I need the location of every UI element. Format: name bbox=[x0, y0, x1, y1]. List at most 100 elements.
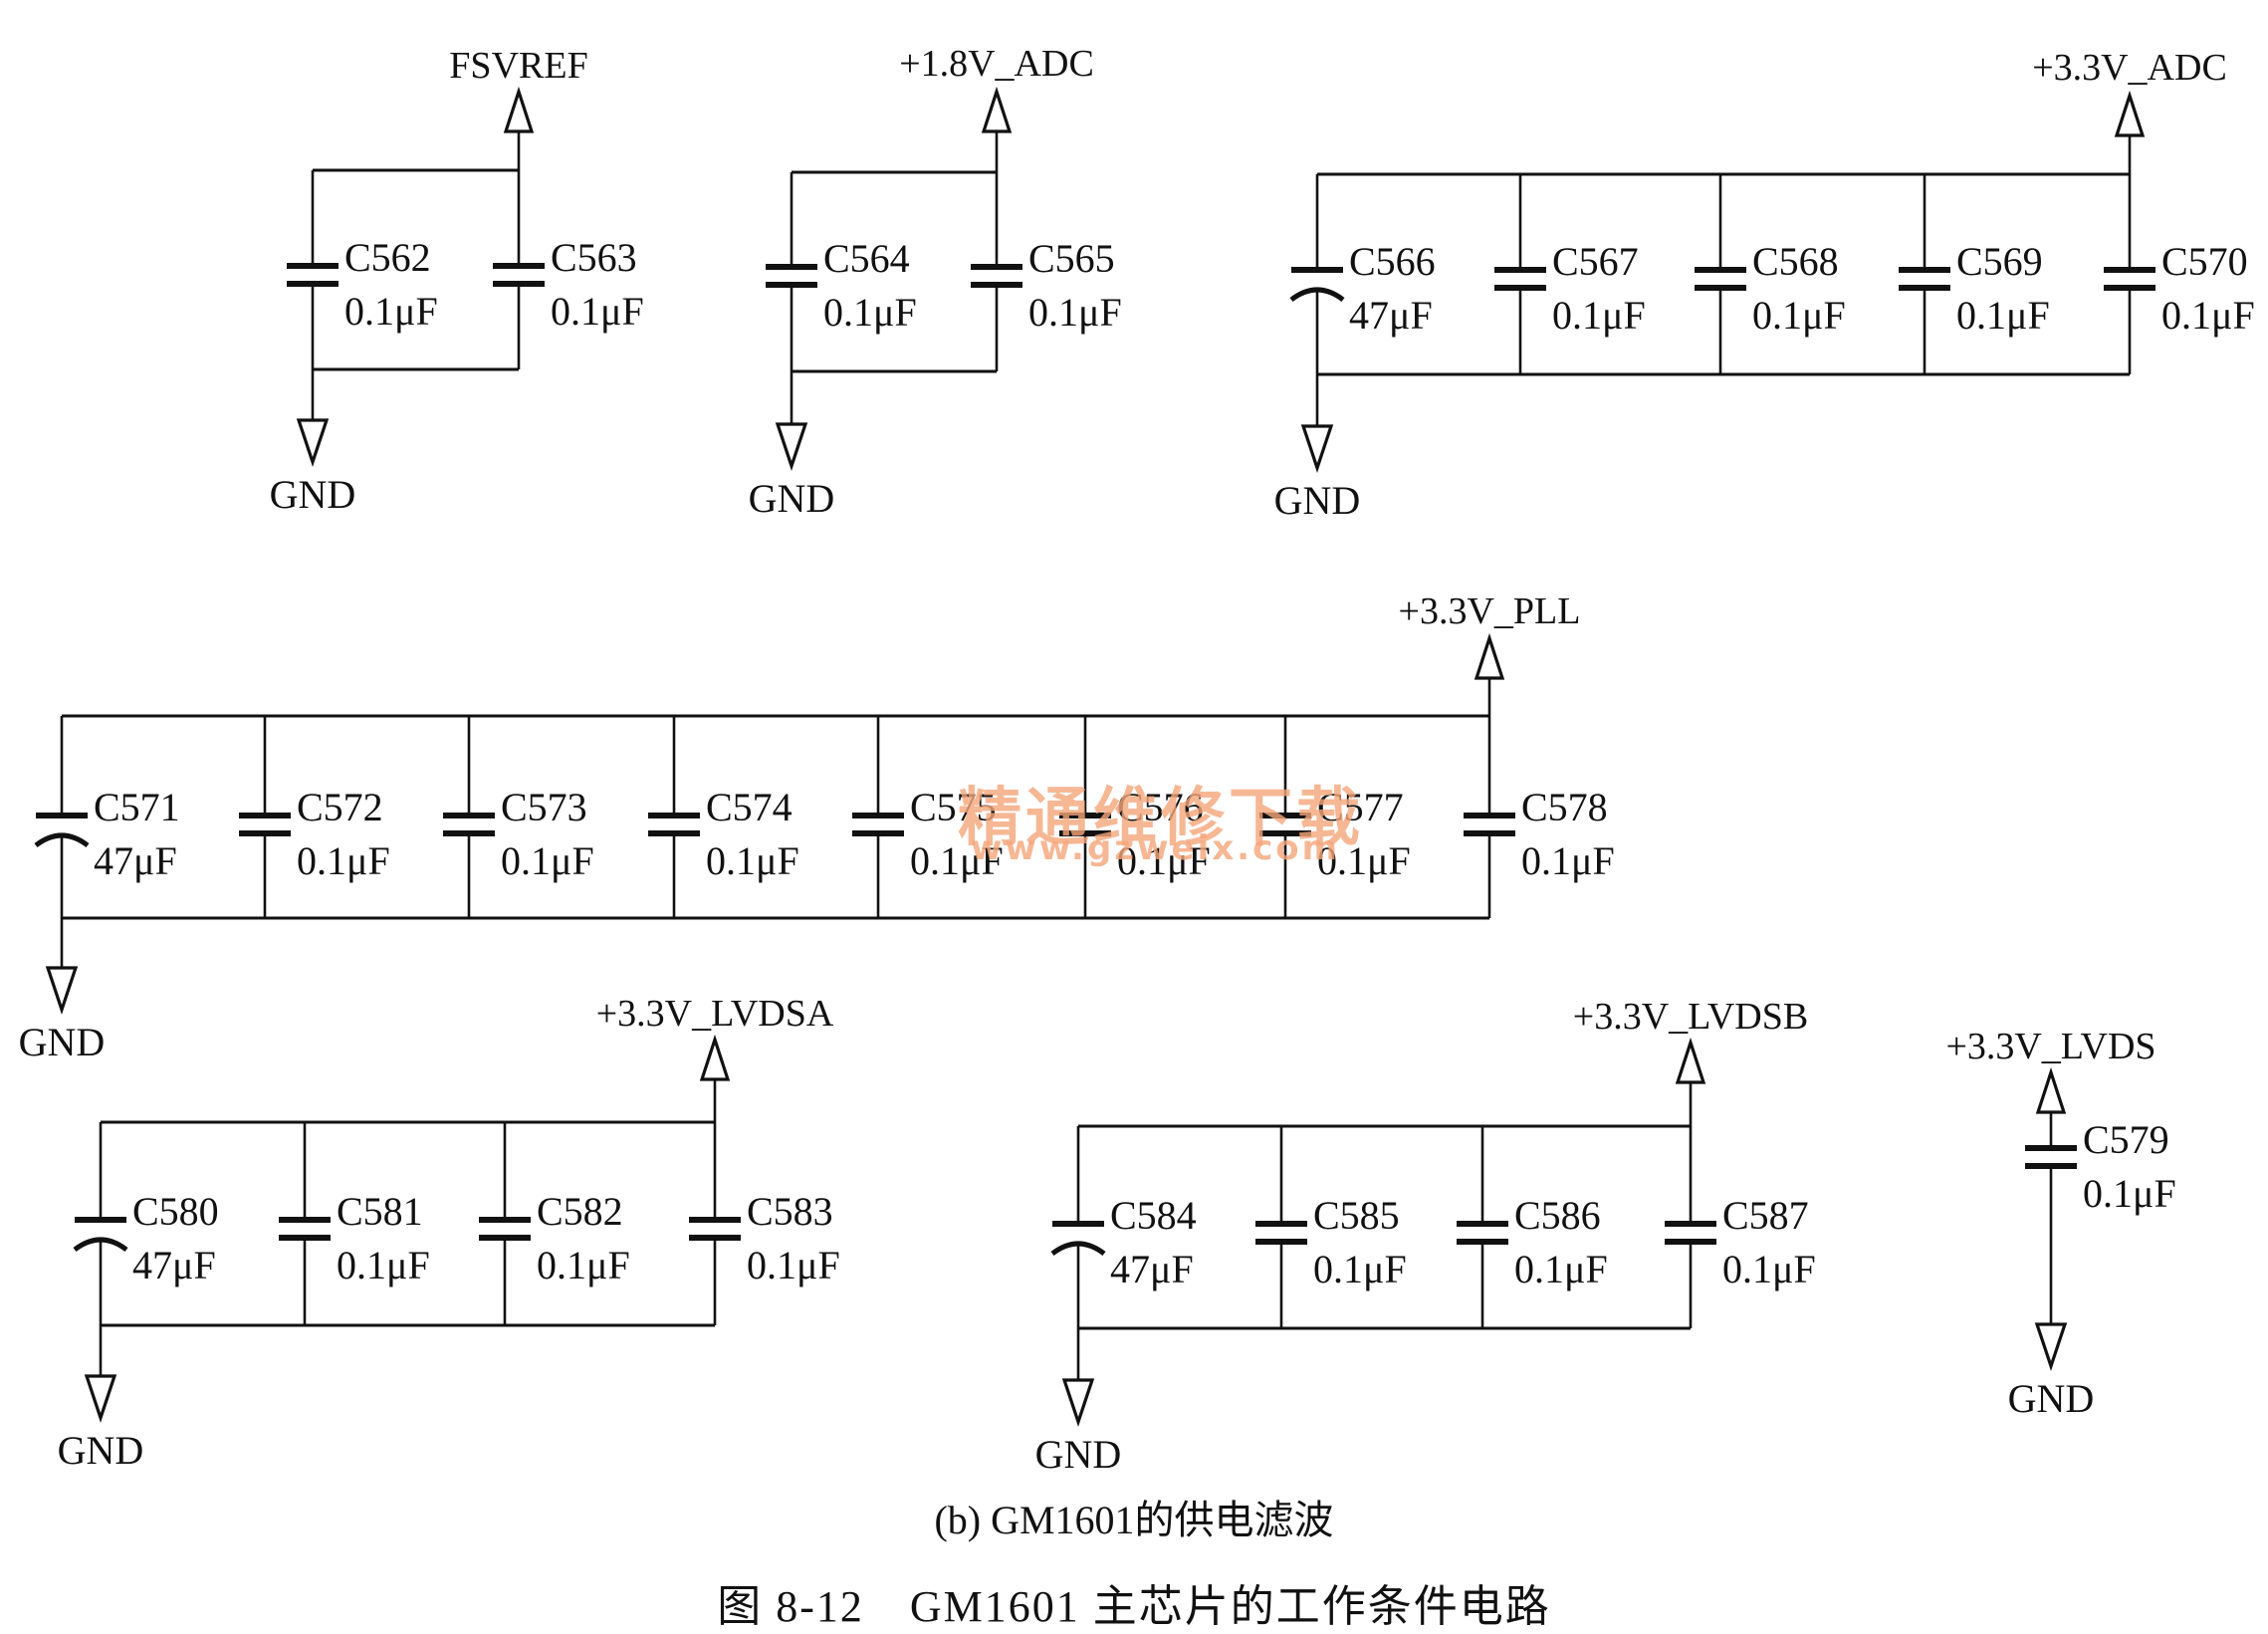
net-label: +3.3V_ADC bbox=[2032, 47, 2227, 89]
capacitor-c577: C577 0.1μF bbox=[1259, 716, 1411, 918]
capacitor-value: 0.1μF bbox=[337, 1243, 430, 1287]
capacitor-ref: C578 bbox=[1521, 785, 1608, 829]
capacitor-ref: C580 bbox=[132, 1189, 219, 1234]
net-label: +3.3V_LVDS bbox=[1945, 1026, 2155, 1067]
capacitor-c583: C583 0.1μF bbox=[689, 1122, 840, 1325]
capacitor-c582: C582 0.1μF bbox=[479, 1122, 630, 1325]
capacitor-value: 0.1μF bbox=[1028, 290, 1122, 335]
capacitor-c571: C571 47μF bbox=[34, 716, 180, 918]
capacitor-ref: C579 bbox=[2083, 1117, 2169, 1162]
capacitor-ref: C565 bbox=[1028, 236, 1115, 281]
capacitor-c580: C580 47μF bbox=[73, 1122, 219, 1325]
ground-label: GND bbox=[2008, 1376, 2095, 1421]
capacitor-value: 0.1μF bbox=[823, 290, 917, 335]
ground-arrow-icon bbox=[1300, 424, 1334, 474]
capacitor-c565: C565 0.1μF bbox=[971, 172, 1122, 371]
capacitor-value: 47μF bbox=[1349, 293, 1433, 338]
capacitor-ref: C587 bbox=[1722, 1193, 1809, 1238]
filter-group-fsvref: FSVREF GND C562 0.1μF C563 0.1μF bbox=[270, 45, 644, 517]
ground-label: GND bbox=[1035, 1432, 1122, 1477]
ground-label: GND bbox=[58, 1428, 144, 1473]
capacitor-value: 0.1μF bbox=[2083, 1171, 2176, 1216]
capacitor-value: 0.1μF bbox=[501, 838, 594, 883]
capacitor-ref: C569 bbox=[1956, 239, 2043, 284]
capacitor-ref: C583 bbox=[747, 1189, 833, 1234]
power-arrow-icon bbox=[2114, 90, 2146, 137]
watermark-url: www.gzweix.com bbox=[971, 828, 1341, 868]
capacitor-c579: C579 0.1μF bbox=[2025, 1112, 2176, 1324]
ground-arrow-icon bbox=[775, 422, 808, 472]
capacitor-ref: C574 bbox=[706, 785, 793, 829]
ground-arrow-icon bbox=[84, 1374, 117, 1424]
capacitor-value: 0.1μF bbox=[1317, 838, 1411, 883]
capacitor-value: 0.1μF bbox=[1117, 838, 1211, 883]
capacitor-c567: C567 0.1μF bbox=[1494, 174, 1646, 374]
capacitor-c563: C563 0.1μF bbox=[493, 170, 644, 369]
capacitor-value: 47μF bbox=[1110, 1247, 1194, 1291]
capacitor-ref: C563 bbox=[551, 235, 637, 280]
capacitor-c586: C586 0.1μF bbox=[1457, 1126, 1608, 1328]
ground-label: GND bbox=[270, 472, 356, 517]
capacitor-ref: C586 bbox=[1514, 1193, 1601, 1238]
capacitor-value: 0.1μF bbox=[910, 838, 1004, 883]
capacitor-value: 0.1μF bbox=[537, 1243, 630, 1287]
filter-group-pll: +3.3V_PLLGNDC57147μFC5720.1μFC5730.1μFC5… bbox=[19, 590, 1615, 1064]
capacitor-value: 0.1μF bbox=[297, 838, 390, 883]
capacitor-value: 0.1μF bbox=[747, 1243, 840, 1287]
figure-subtitle: (b) GM1601的供电滤波 bbox=[934, 1498, 1334, 1542]
power-arrow-icon bbox=[503, 86, 535, 133]
capacitor-c584: C584 47μF bbox=[1050, 1126, 1197, 1328]
power-arrow-icon bbox=[699, 1034, 731, 1081]
power-arrow-icon bbox=[1675, 1037, 1706, 1084]
capacitor-ref: C582 bbox=[537, 1189, 623, 1234]
capacitor-ref: C571 bbox=[94, 785, 180, 829]
capacitor-value: 0.1μF bbox=[1521, 838, 1615, 883]
ground-arrow-icon bbox=[1061, 1378, 1095, 1428]
filter-group-lvdsa: +3.3V_LVDSAGNDC58047μFC5810.1μFC5820.1μF… bbox=[58, 993, 840, 1473]
capacitor-ref: C573 bbox=[501, 785, 587, 829]
capacitor-ref: C567 bbox=[1552, 239, 1639, 284]
capacitor-value: 0.1μF bbox=[1752, 293, 1846, 338]
capacitor-ref: C576 bbox=[1117, 785, 1204, 829]
net-label: +3.3V_LVDSB bbox=[1573, 996, 1808, 1038]
net-label: +3.3V_LVDSA bbox=[596, 993, 834, 1035]
capacitor-c578: C578 0.1μF bbox=[1464, 716, 1615, 918]
watermark-text: 精通维修下载 bbox=[958, 782, 1364, 855]
capacitor-ref: C564 bbox=[823, 236, 910, 281]
capacitor-value: 0.1μF bbox=[551, 289, 644, 334]
ground-arrow-icon bbox=[296, 418, 330, 468]
capacitor-value: 47μF bbox=[132, 1243, 216, 1287]
capacitor-ref: C572 bbox=[297, 785, 383, 829]
filter-group-adc33: +3.3V_ADCGNDC56647μFC5670.1μFC5680.1μFC5… bbox=[1274, 47, 2255, 523]
capacitor-value: 47μF bbox=[94, 838, 177, 883]
capacitor-ref: C570 bbox=[2161, 239, 2248, 284]
capacitor-ref: C584 bbox=[1110, 1193, 1197, 1238]
filter-group-lvds: +3.3V_LVDS GND C579 0.1μF bbox=[1945, 1026, 2175, 1421]
ground-label: GND bbox=[749, 476, 835, 521]
ground-label: GND bbox=[19, 1020, 106, 1064]
capacitor-c585: C585 0.1μF bbox=[1255, 1126, 1407, 1328]
capacitor-ref: C562 bbox=[344, 235, 431, 280]
ground-arrow-icon bbox=[2034, 1322, 2068, 1372]
capacitor-ref: C577 bbox=[1317, 785, 1404, 829]
capacitor-c572: C572 0.1μF bbox=[239, 716, 390, 918]
filter-group-lvdsb: +3.3V_LVDSB GND C584 47μF C585 0.1μF C586 0.1μF… bbox=[1035, 996, 1816, 1477]
net-label: +1.8V_ADC bbox=[899, 43, 1094, 85]
ground-label: GND bbox=[1274, 478, 1361, 523]
capacitor-value: 0.1μF bbox=[1552, 293, 1646, 338]
capacitor-value: 0.1μF bbox=[1514, 1247, 1608, 1291]
capacitor-c562: C562 0.1μF bbox=[287, 170, 438, 369]
capacitor-ref: C585 bbox=[1313, 1193, 1400, 1238]
capacitor-ref: C575 bbox=[910, 785, 997, 829]
net-label: FSVREF bbox=[449, 45, 587, 87]
capacitor-value: 0.1μF bbox=[1313, 1247, 1407, 1291]
capacitor-c573: C573 0.1μF bbox=[443, 716, 594, 918]
capacitor-value: 0.1μF bbox=[344, 289, 438, 334]
capacitor-c564: C564 0.1μF bbox=[766, 172, 917, 371]
